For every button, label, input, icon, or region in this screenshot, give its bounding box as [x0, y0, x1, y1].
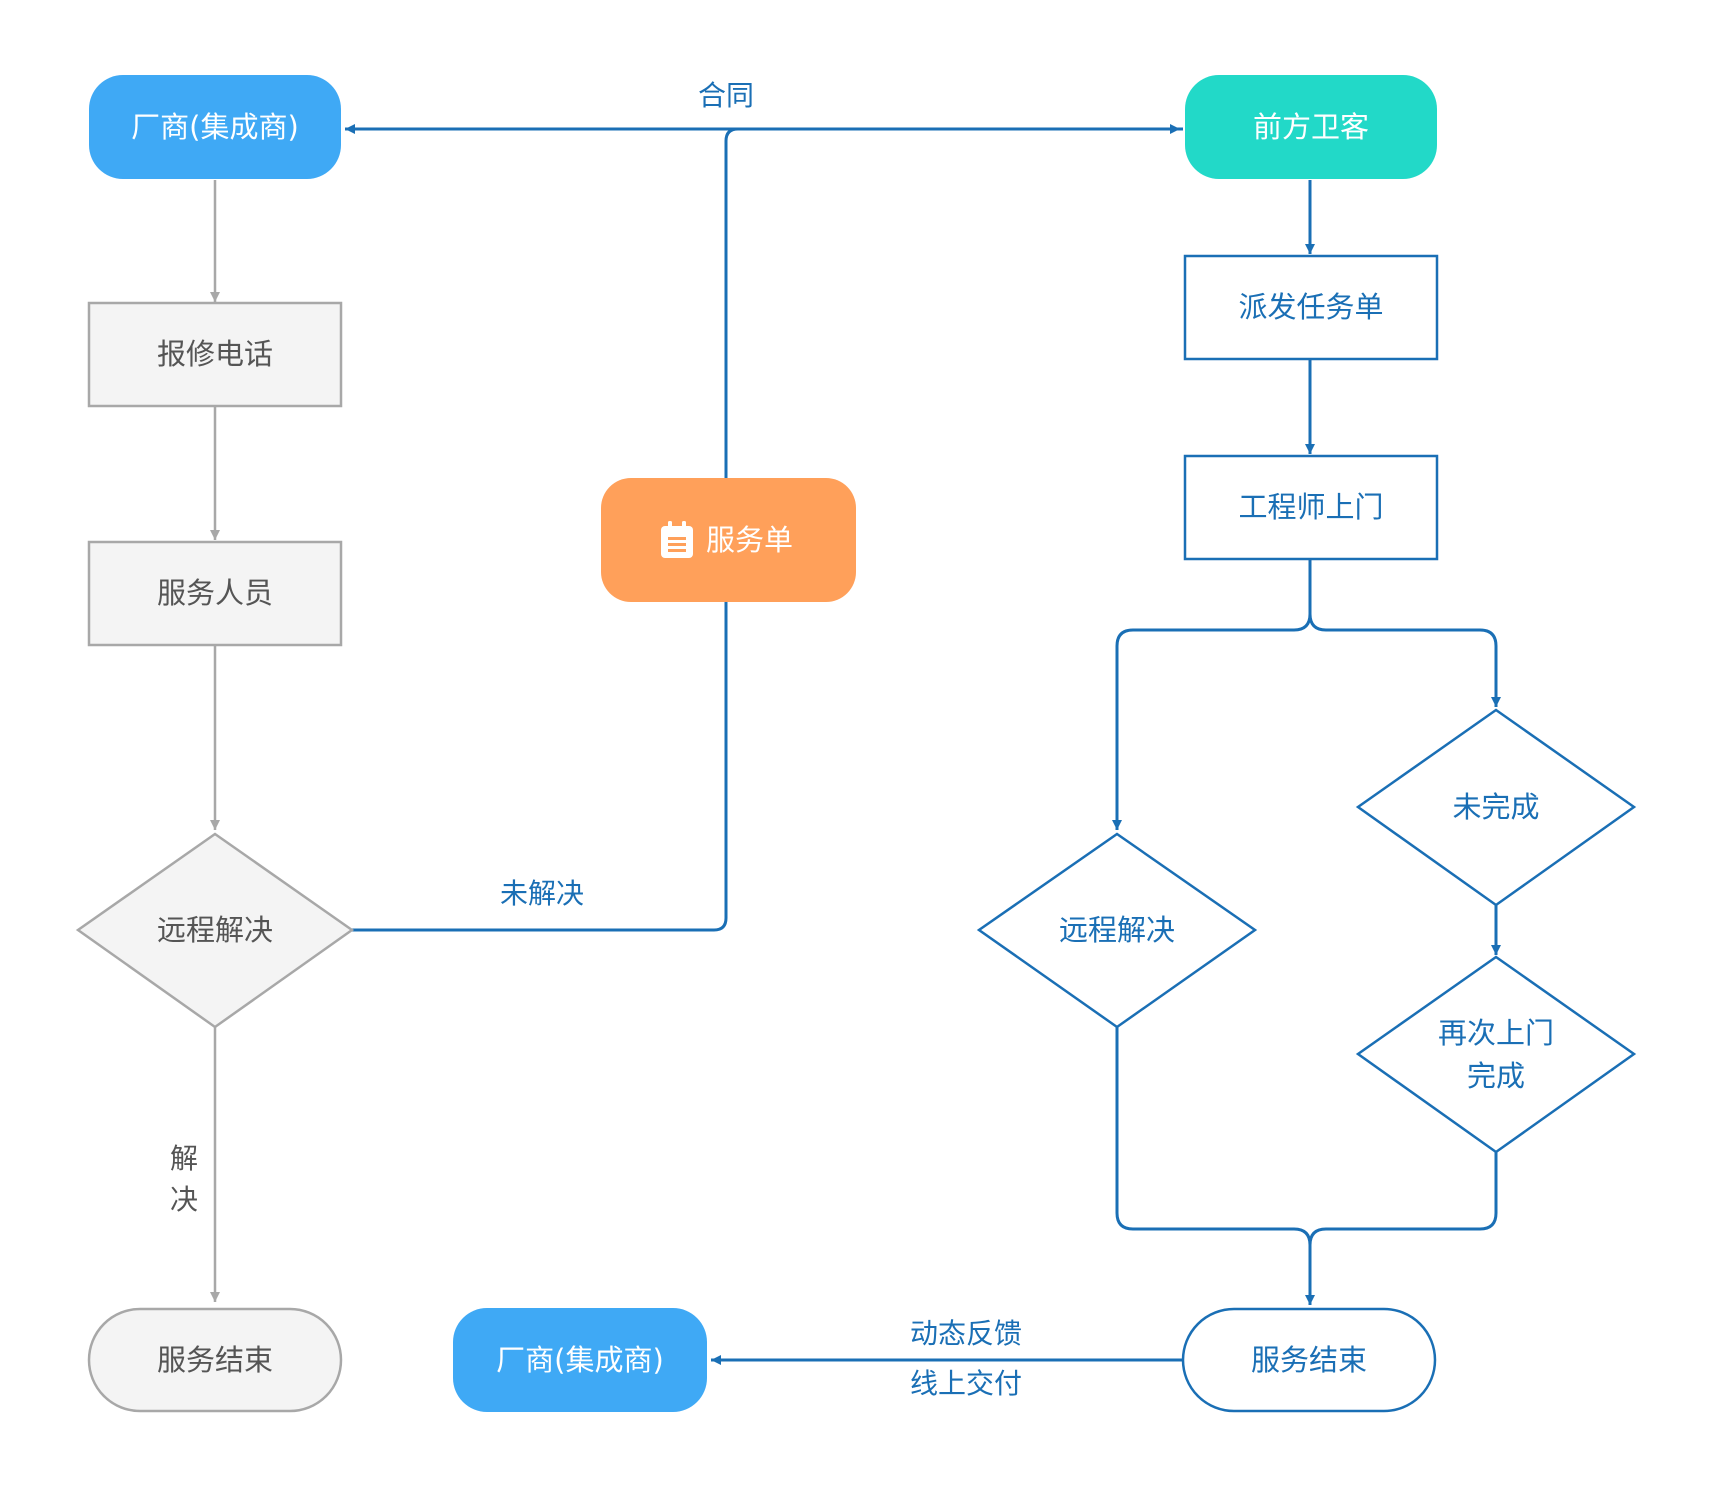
edge-label-feedback-line1: 动态反馈 [909, 1316, 1022, 1350]
node-dispatch [1183, 254, 1439, 361]
edge-label-resolved: 解 决 [169, 1142, 198, 1216]
node-repair-call [87, 301, 343, 408]
vendor-top-label: 厂商(集成商) [131, 109, 299, 144]
node-revisit [1355, 955, 1637, 1154]
clipboard-icon [661, 521, 693, 558]
dispatch-label: 派发任务单 [1238, 290, 1384, 325]
node-service-staff [87, 540, 343, 647]
node-remote-left [75, 832, 355, 1029]
node-service-order [601, 478, 856, 602]
service-end-right-label: 服务结束 [1250, 1342, 1367, 1377]
repair-call-label: 报修电话 [156, 337, 273, 372]
vendor-bottom-label: 厂商(集成商) [496, 1342, 664, 1377]
edge-remote-right-merge [1115, 1027, 1312, 1246]
edge-service-order-to-contract [724, 127, 739, 478]
node-service-end-left [87, 1307, 343, 1413]
node-vendor-bottom [453, 1308, 707, 1412]
edge-label-feedback-line2: 线上交付 [909, 1366, 1022, 1400]
service-staff-label: 服务人员 [156, 576, 273, 611]
node-incomplete [1355, 708, 1637, 907]
edge-label-contract: 合同 [697, 78, 754, 112]
revisit-label: 再次上门 完成 [1437, 1016, 1554, 1093]
node-remote-right [976, 832, 1258, 1029]
frontline-label: 前方卫客 [1252, 109, 1369, 144]
service-order-label: 服务单 [706, 522, 794, 557]
node-vendor-top [89, 75, 341, 179]
edge-revisit-merge [1305, 1152, 1498, 1305]
service-end-left-label: 服务结束 [156, 1342, 273, 1377]
node-service-end-right [1181, 1307, 1437, 1413]
engineer-visit-label: 工程师上门 [1238, 490, 1384, 525]
node-frontline [1185, 75, 1437, 179]
edge-unresolved-to-service-order [352, 601, 728, 932]
edge-engineer-split-left [1112, 559, 1312, 830]
edge-engineer-split-right [1308, 613, 1501, 707]
edge-label-unresolved: 未解决 [499, 876, 584, 910]
remote-left-label: 远程解决 [156, 913, 273, 948]
incomplete-label: 未完成 [1452, 790, 1540, 825]
remote-right-label: 远程解决 [1058, 913, 1175, 948]
node-engineer-visit [1183, 454, 1439, 561]
